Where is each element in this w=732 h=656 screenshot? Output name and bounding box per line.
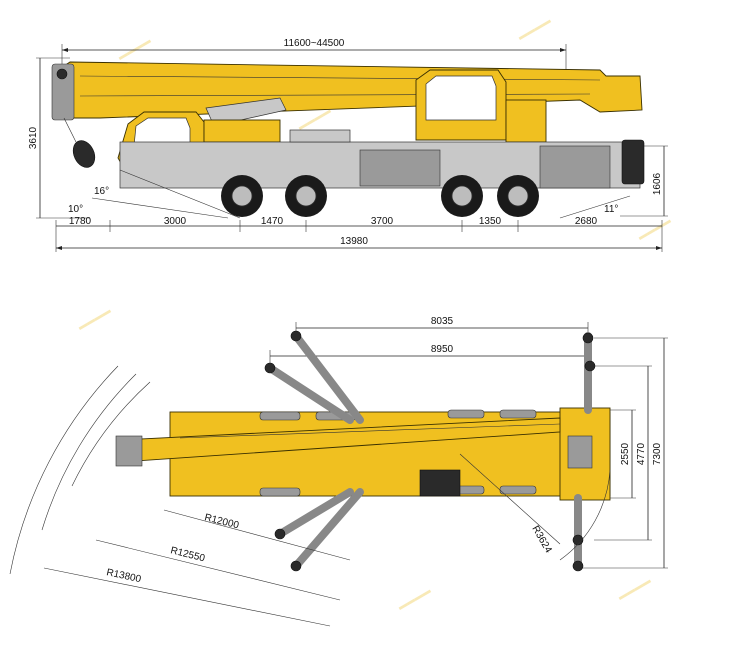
outrigger-pad [290, 330, 302, 342]
front-outriggers [264, 330, 364, 572]
svg-text:▬▬▬▬: ▬▬▬▬ [616, 575, 652, 602]
outrigger-pad [584, 360, 596, 372]
outrigger-beam [292, 332, 364, 424]
segment-label: 1470 [261, 216, 284, 227]
svg-text:▬▬▬▬: ▬▬▬▬ [516, 15, 552, 42]
chassis-rear-box [539, 145, 611, 189]
frame-height-label: 1606 [652, 172, 663, 195]
turntable-housing [505, 99, 547, 143]
outrigger-pad [274, 528, 286, 540]
radius-arc-3 [9, 365, 119, 575]
svg-text:▬▬▬▬: ▬▬▬▬ [396, 585, 432, 612]
outrigger-pad [264, 362, 276, 374]
telescopic-boom [57, 61, 643, 119]
rear-angle-label: 11° [604, 204, 618, 215]
outrigger-span-b-label: 8950 [431, 344, 454, 355]
svg-text:▬▬▬▬: ▬▬▬▬ [116, 35, 152, 62]
rear-hatch [567, 435, 593, 469]
chassis-toolbox [359, 149, 441, 187]
counterweight [621, 139, 645, 185]
hook-block [72, 140, 96, 168]
side-view: 11600~44500 3610 1606 [28, 38, 668, 252]
radius-arc-1 [71, 381, 151, 487]
tail-radius-label: R3624 [529, 524, 553, 555]
tire-pad [499, 409, 537, 419]
operator-cab-window [425, 75, 497, 121]
front-angle-label: 10° [68, 204, 83, 215]
tire-pad [447, 409, 485, 419]
radius-line-3 [43, 567, 331, 627]
radius-arc-2 [41, 373, 137, 531]
tire-pad [259, 487, 301, 497]
outrigger-beam [276, 488, 354, 538]
width-b-label: 4770 [636, 442, 647, 465]
segment-label: 3700 [371, 216, 394, 227]
outrigger-beam [292, 488, 364, 570]
height-label: 3610 [28, 126, 39, 149]
chassis-rack [289, 129, 351, 143]
segment-label: 2680 [575, 216, 598, 227]
outrigger-pad [572, 560, 584, 572]
segment-label: 1350 [479, 216, 502, 227]
boom-head-top [115, 435, 143, 467]
radius-3-label: R13800 [105, 567, 142, 585]
cab-top [419, 469, 461, 497]
svg-text:▬▬▬▬: ▬▬▬▬ [76, 305, 112, 332]
wheel-group [221, 175, 539, 217]
boom-length-label: 11600~44500 [284, 38, 345, 49]
approach-angle-label: 16° [94, 186, 109, 197]
outrigger-pad [572, 534, 584, 546]
segment-label: 1780 [69, 216, 92, 227]
radius-2-label: R12550 [169, 545, 206, 564]
outrigger-pad [582, 332, 594, 344]
tire-pad [499, 485, 537, 495]
outrigger-span-a-label: 8035 [431, 316, 454, 327]
outrigger-pad [290, 560, 302, 572]
tail-radius-arc [559, 469, 611, 561]
top-view: 8035 8950 2550 4770 7300 [9, 316, 668, 627]
rear-outriggers [572, 332, 596, 572]
outrigger-beam [266, 364, 354, 424]
tire-pad [259, 411, 301, 421]
svg-text:▬▬▬▬: ▬▬▬▬ [636, 215, 672, 242]
total-length-label: 13980 [340, 236, 368, 247]
radius-line-1 [163, 509, 351, 561]
boom-head [51, 63, 75, 121]
radius-line-2 [95, 539, 341, 601]
segment-label: 3000 [164, 216, 187, 227]
boom-sheave [56, 68, 68, 80]
width-a-label: 2550 [620, 442, 631, 465]
radius-1-label: R12000 [203, 512, 240, 531]
tail-radius-line [459, 453, 561, 545]
engine-cover [203, 119, 281, 143]
width-c-label: 7300 [652, 442, 663, 465]
